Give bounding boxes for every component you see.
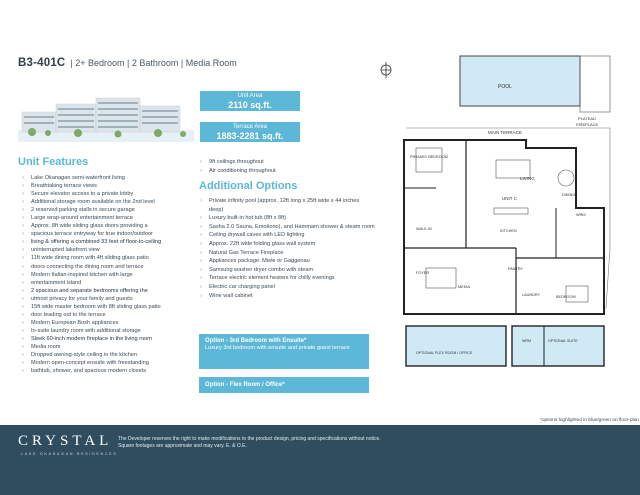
footer-bar bbox=[0, 425, 640, 495]
pantry-label: PANTRY bbox=[508, 267, 524, 271]
compass-icon bbox=[380, 62, 392, 78]
brand-subtitle: LAKE OKANAGAN RESIDENCES bbox=[21, 452, 118, 456]
building-rendering bbox=[18, 90, 194, 142]
list-item: entertainment island bbox=[22, 279, 192, 287]
list-item: 15ft wide master bedroom with 8ft slidin… bbox=[22, 303, 192, 311]
optional-suite bbox=[511, 325, 605, 367]
list-item: uninterrupted lakefront view bbox=[22, 246, 192, 254]
additional-options-list: Private infinity pool (approx. 12ft long… bbox=[200, 197, 375, 300]
list-item: utmost privacy for your family and guest… bbox=[22, 295, 192, 303]
option-third-bedroom-desc: Luxury 3rd bedroom with ensuite and priv… bbox=[205, 345, 350, 351]
list-item: Sasha 2.0 Sauna, Emotiono), and Hammam s… bbox=[200, 223, 375, 232]
list-item: Ceiling drywall caves with LED lighting bbox=[200, 231, 375, 240]
list-item: Wine wall cabinet bbox=[200, 292, 375, 301]
brand-logo: CRYSTAL LAKE OKANAGAN RESIDENCES bbox=[18, 433, 117, 456]
unit-features-title: Unit Features bbox=[18, 156, 89, 168]
unit-area-label: Unit Area bbox=[237, 93, 263, 99]
optional-flex-label: OPTIONAL FLEX ROOM / OFFICE bbox=[416, 351, 473, 355]
floor-plan: POOL PLATEAU FIREPLACE MAIN TERRACE PRIM… bbox=[380, 55, 611, 367]
option-third-bedroom-title: Option - 3rd Bedroom with Ensuite* bbox=[205, 338, 307, 344]
list-item: Luxury built-in hot tub (8ft x 8ft) bbox=[200, 214, 375, 223]
primary-bedroom-label: PRIMARY BEDROOM bbox=[410, 155, 448, 159]
list-item: door leading out to the terrace bbox=[22, 311, 192, 319]
plateau-label: PLATEAU bbox=[578, 116, 596, 121]
list-item: Modern Italian-inspired kitchen with lar… bbox=[22, 271, 192, 279]
foyer-label: FOYER bbox=[416, 271, 429, 275]
list-item: Media room bbox=[22, 343, 192, 351]
list-item: doors connecting the dining room and ter… bbox=[22, 263, 192, 271]
terrace-area-box: Terrace Area 1883-2281 sq.ft. bbox=[200, 122, 300, 142]
optional-suite-label: OPTIONAL SUITE bbox=[548, 339, 578, 343]
unit-walls bbox=[403, 139, 605, 315]
laundry-label: LAUNDRY bbox=[522, 293, 541, 297]
list-item: Natural Gas Terrace Fireplace bbox=[200, 249, 375, 258]
media-label: MEDIA bbox=[458, 285, 470, 289]
unit-code: B3-401C bbox=[18, 57, 66, 69]
list-item: Modern open-concept ensuite with freesta… bbox=[22, 359, 192, 367]
list-item: Air conditioning throughout bbox=[200, 167, 276, 176]
list-item: Terrace electric element heaters for chi… bbox=[200, 274, 375, 283]
disclaimer-line-2: Square footages are approximate and may … bbox=[118, 443, 247, 449]
unit-features-list: Lake Okanagan semi-waterfront living Bre… bbox=[22, 174, 192, 375]
list-item: Private infinity pool (approx. 12ft long… bbox=[200, 197, 375, 214]
list-item: Breathtaking terrace views bbox=[22, 182, 192, 190]
option-third-bedroom: Option - 3rd Bedroom with Ensuite* Luxur… bbox=[199, 334, 369, 369]
list-item: living & offering a combined 33 feet of … bbox=[22, 238, 192, 246]
dining-label: DINING bbox=[562, 193, 575, 197]
list-item: In-suite laundry room with additional st… bbox=[22, 327, 192, 335]
optional-flex-room bbox=[405, 325, 507, 367]
option-flex-room: Option - Flex Room / Office* bbox=[199, 377, 369, 393]
ceiling-list: 9ft ceilings throughout Air conditioning… bbox=[200, 158, 276, 175]
disclaimer: The Developer reserves the right to make… bbox=[118, 436, 518, 450]
list-item: Samsung washer dryer combo with steam bbox=[200, 266, 375, 275]
walk-in-label: WALK-IN bbox=[416, 227, 432, 231]
pool bbox=[459, 55, 581, 107]
list-item: Secure elevator access to a private lobb… bbox=[22, 190, 192, 198]
bedroom-label: BEDROOM bbox=[556, 295, 576, 299]
disclaimer-line-1: The Developer reserves the right to make… bbox=[118, 436, 381, 442]
list-item: Additional storage room available on the… bbox=[22, 198, 192, 206]
list-item: Electric car charging panel bbox=[200, 283, 375, 292]
unit-meta: | 2+ Bedroom | 2 Bathroom | Media Room bbox=[70, 58, 237, 68]
list-item: Approx. 8ft wide sliding glass doors pro… bbox=[22, 222, 192, 230]
unit-area-value: 2110 sq.ft. bbox=[228, 100, 272, 110]
additional-options-title: Additional Options bbox=[199, 180, 298, 192]
list-item: 2 reserved parking stalls in secure gara… bbox=[22, 206, 192, 214]
kitchen-label: KITCHEN bbox=[500, 229, 517, 233]
list-item: spacious terrace entryway for true indoo… bbox=[22, 230, 192, 238]
list-item: 11ft wide dining room with 4ft sliding g… bbox=[22, 254, 192, 262]
footnote: *options highlighted in blue/green on fl… bbox=[540, 418, 639, 423]
list-item: 9ft ceilings throughout bbox=[200, 158, 276, 167]
list-item: Lake Okanagan semi-waterfront living bbox=[22, 174, 192, 182]
terrace-area-value: 1883-2281 sq.ft. bbox=[216, 131, 284, 141]
list-item: Approx. 22ft wide folding glass wall sys… bbox=[200, 240, 375, 249]
main-terrace-label: MAIN TERRACE bbox=[488, 130, 522, 135]
living-label: LIVING bbox=[520, 176, 535, 181]
list-item: Appliances package: Miele or Gaggenau bbox=[200, 257, 375, 266]
list-item: Large wrap-around entertainment terrace bbox=[22, 214, 192, 222]
fireplace-label: FIREPLACE bbox=[576, 122, 599, 127]
wrm-label: WRM bbox=[576, 213, 586, 217]
terrace-area-label: Terrace Area bbox=[232, 124, 268, 130]
pool-label: POOL bbox=[498, 84, 512, 90]
list-item: 2 spacious and separate bedrooms offerin… bbox=[22, 287, 192, 295]
unit-c-label: UNIT C bbox=[502, 196, 518, 201]
list-item: Modern European Bosh appliances bbox=[22, 319, 192, 327]
list-item: Dropped awning-style ceiling in the kitc… bbox=[22, 351, 192, 359]
brand-name: CRYSTAL bbox=[18, 433, 113, 449]
option-flex-room-title: Option - Flex Room / Office* bbox=[205, 382, 285, 388]
unit-header: B3-401C | 2+ Bedroom | 2 Bathroom | Medi… bbox=[18, 57, 358, 73]
list-item: Sleek 60-inch modern fireplace in the li… bbox=[22, 335, 192, 343]
list-item: bathtub, shower, and spacious modern clo… bbox=[22, 367, 192, 375]
wrm-optional-label: WRM bbox=[522, 339, 531, 343]
unit-area-box: Unit Area 2110 sq.ft. bbox=[200, 91, 300, 111]
